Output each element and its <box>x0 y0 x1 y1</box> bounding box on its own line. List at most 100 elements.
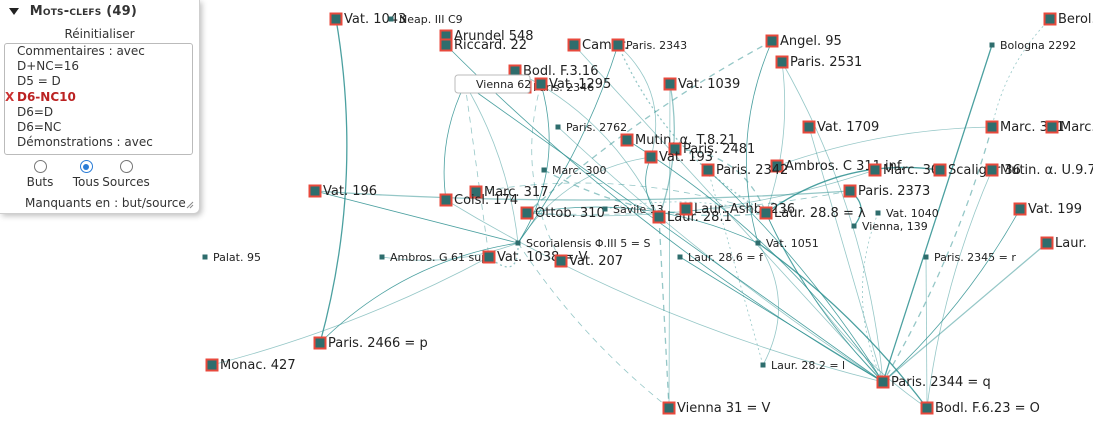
node-marker[interactable] <box>765 34 779 48</box>
keyword-item[interactable]: D6=D <box>17 104 54 119</box>
node-marker[interactable] <box>759 206 773 220</box>
node-marker[interactable] <box>554 254 568 268</box>
node-marker[interactable] <box>534 77 548 91</box>
resize-grip-icon[interactable] <box>186 201 194 209</box>
node-marker[interactable] <box>469 185 483 199</box>
node-marker[interactable] <box>920 401 934 415</box>
manuscript-node[interactable]: Vat. 1043 <box>329 12 407 27</box>
manuscript-node[interactable]: Paris. 2373 <box>843 184 931 199</box>
manuscript-node[interactable]: Vat. 196 <box>308 184 378 199</box>
manuscript-node[interactable]: Paris. 2762 <box>555 121 628 134</box>
manuscript-node[interactable]: Marc. 305 <box>868 163 948 178</box>
manuscript-node[interactable]: Ambros. G 61 sup. <box>379 251 492 264</box>
node-marker[interactable] <box>541 167 547 173</box>
collapse-triangle-icon[interactable] <box>9 8 19 15</box>
node-marker[interactable] <box>843 184 857 198</box>
manuscript-node[interactable]: Mutin. α. T.8.21 <box>620 133 736 148</box>
reset-link[interactable]: Réinitialiser <box>64 27 135 41</box>
node-marker[interactable] <box>755 240 761 246</box>
manuscript-node[interactable]: Paris. 2345 = r <box>923 251 1017 264</box>
manuscript-node[interactable]: Marc. 300 <box>541 164 607 177</box>
manuscript-node[interactable]: Vat. 1039 <box>663 77 741 92</box>
node-marker[interactable] <box>308 184 322 198</box>
manuscript-node[interactable]: Vat. 1295 <box>534 77 612 92</box>
node-marker[interactable] <box>775 55 789 69</box>
manuscript-node[interactable]: Vat. 207 <box>554 254 624 269</box>
radio-tous[interactable]: Tous <box>56 160 116 189</box>
manuscript-node[interactable]: Savile 13 <box>602 203 664 216</box>
node-marker[interactable] <box>202 254 208 260</box>
node-marker[interactable] <box>520 206 534 220</box>
manuscript-node[interactable]: Vat. 1051 <box>755 237 819 250</box>
manuscript-node[interactable]: Bodl. F.6.23 = O <box>920 401 1040 416</box>
manuscript-node[interactable]: Vienna 31 = V <box>662 401 771 416</box>
keyword-item[interactable]: Commentaires : avec <box>17 44 145 58</box>
node-marker[interactable] <box>388 16 394 22</box>
manuscript-node[interactable]: Berol. <box>1043 12 1093 27</box>
manuscript-node[interactable]: Laur. 28.8 = λ <box>759 206 866 221</box>
node-marker[interactable] <box>677 254 683 260</box>
manuscript-node[interactable]: Vat. 1709 <box>802 120 880 135</box>
keyword-item[interactable]: D6=NC <box>17 119 62 134</box>
node-marker[interactable] <box>875 210 881 216</box>
manuscript-node[interactable]: Paris. 2466 = p <box>313 336 428 351</box>
node-marker[interactable] <box>1040 236 1054 250</box>
node-marker[interactable] <box>482 250 496 264</box>
manuscript-node[interactable]: Vat. 193 <box>644 150 714 165</box>
node-marker[interactable] <box>851 223 857 229</box>
manuscript-node[interactable]: Palat. 95 <box>202 251 261 264</box>
node-marker[interactable] <box>923 254 929 260</box>
manuscript-node[interactable]: Bologna 2292 <box>989 39 1077 52</box>
manuscript-node[interactable]: Riccard. 22 <box>439 38 528 53</box>
node-marker[interactable] <box>770 159 784 173</box>
manuscript-node[interactable]: Marc. <box>1045 120 1093 135</box>
manuscript-node[interactable]: Laur. 28.6 = f <box>677 251 765 264</box>
manuscript-node[interactable]: Paris. 2343 <box>611 38 688 52</box>
manuscript-node[interactable]: Coisl. 174 <box>439 193 519 208</box>
node-marker[interactable] <box>663 77 677 91</box>
node-marker[interactable] <box>515 240 521 246</box>
manuscript-node[interactable]: Marc. 317 <box>469 185 549 200</box>
manuscript-node[interactable]: Neap. III C9 <box>388 13 463 26</box>
node-marker[interactable] <box>1045 120 1059 134</box>
node-marker[interactable] <box>1013 202 1027 216</box>
node-marker[interactable] <box>602 206 608 212</box>
node-marker[interactable] <box>620 133 634 147</box>
node-marker[interactable] <box>313 336 327 350</box>
keyword-item[interactable]: Démonstrations : avec <box>17 135 153 150</box>
node-marker[interactable] <box>1043 12 1057 26</box>
radio-sources[interactable]: Sources <box>96 160 156 189</box>
keyword-item[interactable]: D5 = D <box>17 74 61 89</box>
manuscript-node[interactable]: Angel. 95 <box>765 34 842 49</box>
node-marker[interactable] <box>701 163 715 177</box>
radio-buts[interactable]: Buts <box>10 160 70 189</box>
node-marker[interactable] <box>985 163 999 177</box>
manuscript-node[interactable]: Paris. 2531 <box>775 55 863 70</box>
manuscript-node[interactable]: Monac. 427 <box>205 358 296 373</box>
manuscript-node[interactable]: Vat. 199 <box>1013 202 1083 217</box>
node-marker[interactable] <box>989 42 995 48</box>
node-marker[interactable] <box>439 193 453 207</box>
node-marker[interactable] <box>567 38 581 52</box>
node-marker[interactable] <box>644 150 658 164</box>
node-marker[interactable] <box>985 120 999 134</box>
manuscript-node[interactable]: Vat. 1040 <box>875 207 939 220</box>
radio-circle[interactable] <box>33 160 47 173</box>
node-marker[interactable] <box>652 210 666 224</box>
manuscript-node[interactable]: Paris. 2344 = q <box>876 375 991 390</box>
manuscript-node[interactable]: Scorialensis Φ.III 5 = S <box>515 237 651 250</box>
manuscript-node[interactable]: Paris. 2481 <box>668 142 756 157</box>
node-marker[interactable] <box>379 254 385 260</box>
node-marker[interactable] <box>668 142 682 156</box>
node-marker[interactable] <box>329 12 343 26</box>
node-marker[interactable] <box>205 358 219 372</box>
manuscript-node[interactable]: Mutin. α. U.9.7 <box>985 163 1093 178</box>
node-marker[interactable] <box>933 163 947 177</box>
manuscript-node[interactable]: Paris. 2342 <box>701 163 789 178</box>
panel-header[interactable]: Mots-clefs (49) <box>9 4 137 19</box>
node-marker[interactable] <box>876 375 890 389</box>
node-marker[interactable] <box>802 120 816 134</box>
remove-x-icon[interactable]: X <box>5 89 15 104</box>
